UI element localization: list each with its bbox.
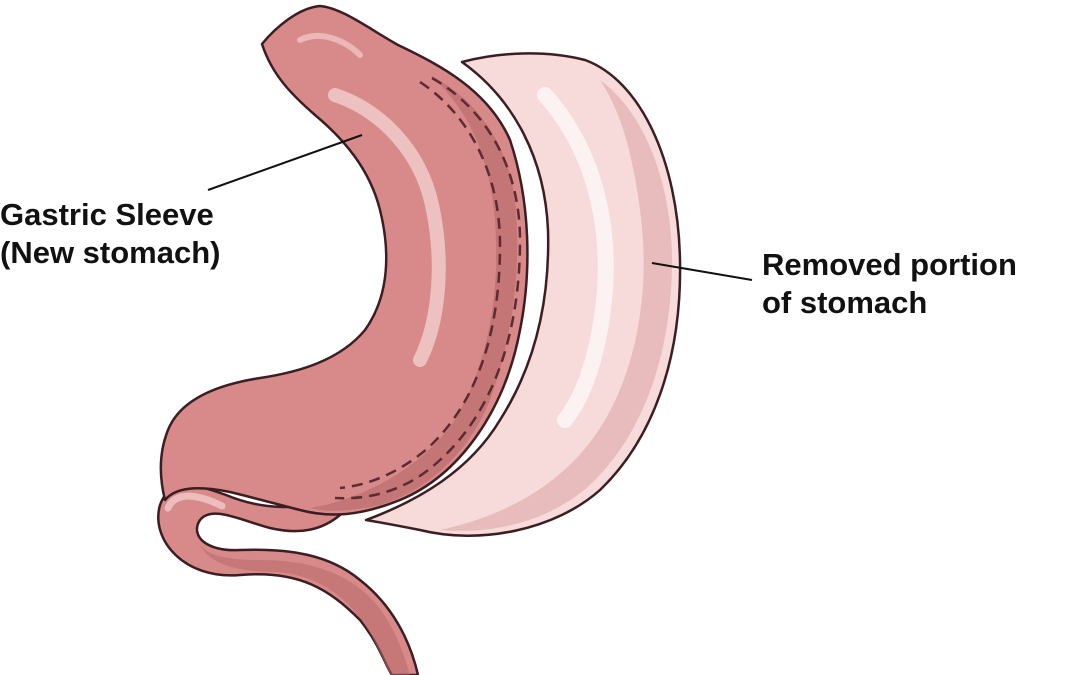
sleeve-stomach-shape: [159, 4, 529, 516]
removed-portion-label-line2: of stomach: [762, 285, 928, 320]
duodenum-shadow: [200, 545, 410, 675]
staple-line-outer: [334, 76, 522, 500]
gastric-sleeve-label: Gastric Sleeve (New stomach): [0, 196, 220, 272]
removed-portion-highlight: [537, 87, 614, 428]
removed-portion-shadow: [440, 80, 672, 531]
removed-stomach-portion: [364, 52, 682, 537]
removed-portion-shape: [364, 52, 682, 537]
gastric-sleeve-label-line2: (New stomach): [0, 235, 221, 270]
gastric-sleeve-label-line1: Gastric Sleeve: [0, 197, 214, 232]
removed-portion-label-line1: Removed portion: [762, 247, 1017, 282]
duodenum: [157, 483, 420, 675]
staple-line-inner: [339, 80, 502, 490]
sleeve-leader-line: [207, 134, 363, 191]
removed-portion-label: Removed portion of stomach: [762, 246, 1017, 322]
sleeve-stomach-highlight: [328, 88, 446, 367]
sleeve-stomach: [159, 4, 529, 516]
sleeve-stomach-highlight-small: [297, 33, 363, 58]
duodenum-highlight: [164, 492, 226, 512]
removed-leader-line: [651, 262, 753, 281]
